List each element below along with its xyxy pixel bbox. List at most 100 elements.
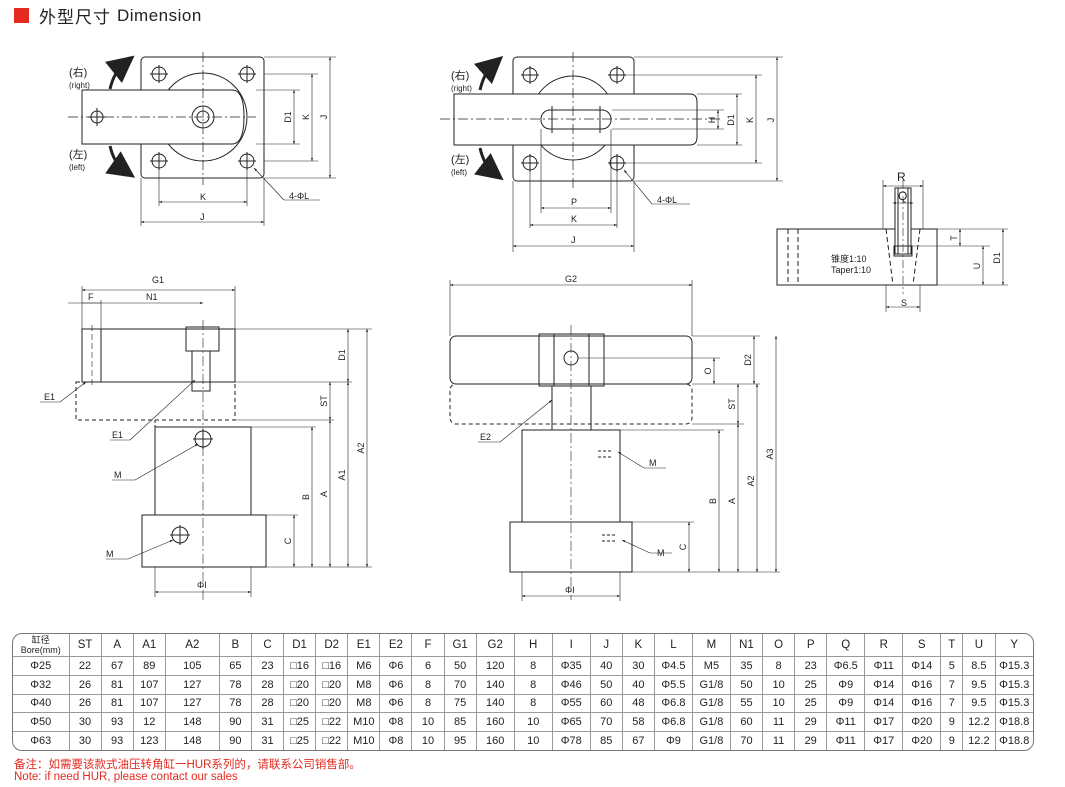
dim-d1-4: D1 [337,349,347,361]
table-cell: 9 [940,731,964,750]
table-cell: 12.2 [962,712,996,733]
dim-g1: G1 [152,275,164,285]
table-cell: 7 [940,693,964,714]
table-cell: 6 [411,656,445,676]
table-cell: 8 [513,656,553,676]
table-cell: 30 [68,712,102,733]
table-cell: 40 [621,674,655,695]
table-cell: 55 [729,693,764,714]
dim-o: O [703,367,713,374]
column-header-r: R [864,634,904,657]
table-cell: □20 [315,674,349,695]
table-cell: Φ35 [551,656,591,676]
dim-k-2: K [571,214,577,224]
table-cell: 70 [729,731,764,750]
table-cell: □20 [283,693,317,714]
column-header-a2: A2 [164,634,220,657]
table-cell: □20 [315,693,349,714]
dim-d1-2: D1 [726,114,736,126]
dim-t: T [949,235,959,241]
table-cell: 89 [132,656,166,676]
left-cn-label: (左) [69,148,87,161]
dim-a2: A2 [356,442,366,453]
title-cn: 外型尺寸 [39,8,111,27]
table-cell: 25 [794,693,828,714]
table-cell: 93 [100,712,134,733]
table-cell: M8 [347,693,381,714]
table-cell: 95 [443,731,477,750]
right-cn-label-2: (右) [451,68,469,82]
table-cell: 50 [443,656,477,676]
dim-j: J [200,212,205,222]
column-header-i: I [551,634,591,657]
table-cell: 40 [589,656,623,676]
table-cell: 90 [218,731,252,750]
table-cell: 7 [940,674,964,695]
table-cell: 29 [794,712,828,733]
table-cell: Φ6.8 [653,712,693,733]
table-cell: Φ18.8 [994,731,1033,750]
table-cell: M5 [691,656,731,676]
hole-label-2: 4-ΦL [657,195,677,205]
table-cell: Φ6 [379,674,413,695]
dim-k: K [200,192,206,202]
table-cell: 8 [513,674,553,695]
title-marker [14,8,29,23]
table-cell: 123 [132,731,166,750]
label-e1-left: E1 [44,392,55,402]
column-header-y: Y [994,634,1033,657]
table-cell: G1/8 [691,674,731,695]
dim-st-2: ST [727,398,737,410]
table-cell: 8 [411,693,445,714]
label-m-center-upper: M [649,458,657,468]
bore-header-cn: 缸径 [31,635,50,645]
label-m-center-lower: M [657,548,665,558]
dim-u: U [972,263,982,270]
column-header-g1: G1 [443,634,477,657]
column-header-e1: E1 [347,634,381,657]
table-cell: 9.5 [962,693,996,714]
column-header-c: C [250,634,285,657]
table-cell: 107 [132,674,166,695]
table-cell: 120 [475,656,515,676]
dim-g2: G2 [565,274,577,284]
table-cell: 81 [100,674,134,695]
dim-q: Q [898,189,907,203]
dim-a3: A3 [765,448,775,459]
table-cell: 8 [762,656,796,676]
table-cell: 78 [218,674,252,695]
table-cell: 127 [164,693,220,714]
table-cell: □22 [315,731,349,750]
table-cell: 12 [132,712,166,733]
dim-f: F [88,292,94,302]
dim-b-2: B [708,498,718,504]
dim-h: H [707,117,717,124]
table-cell: 5 [940,656,964,676]
label-e1-mid: E1 [112,430,123,440]
center-elevation-view [449,280,780,601]
taper-cn: 锥度1:10 [831,253,867,264]
table-cell: 9 [940,712,964,733]
table-cell: 10 [762,693,796,714]
column-header-t: T [940,634,964,657]
table-cell: Φ5.5 [653,674,693,695]
table-cell: Φ50 [13,712,70,733]
table-cell: Φ9 [826,693,866,714]
table-cell: 29 [794,731,828,750]
table-cell: Φ14 [864,693,904,714]
table-cell: 10 [513,712,553,733]
column-header-a: A [100,634,134,657]
dim-n1: N1 [146,292,158,302]
table-cell: 23 [250,656,285,676]
table-cell: 107 [132,693,166,714]
dim-a: A [319,491,329,497]
table-cell: 28 [250,693,285,714]
table-cell: Φ40 [13,693,70,714]
hole-label: 4-ΦL [289,191,309,201]
table-cell: 35 [729,656,764,676]
dimension-drawings: (右) (right) (左) (left) 4-ΦL K J D1 K J [40,52,1008,601]
